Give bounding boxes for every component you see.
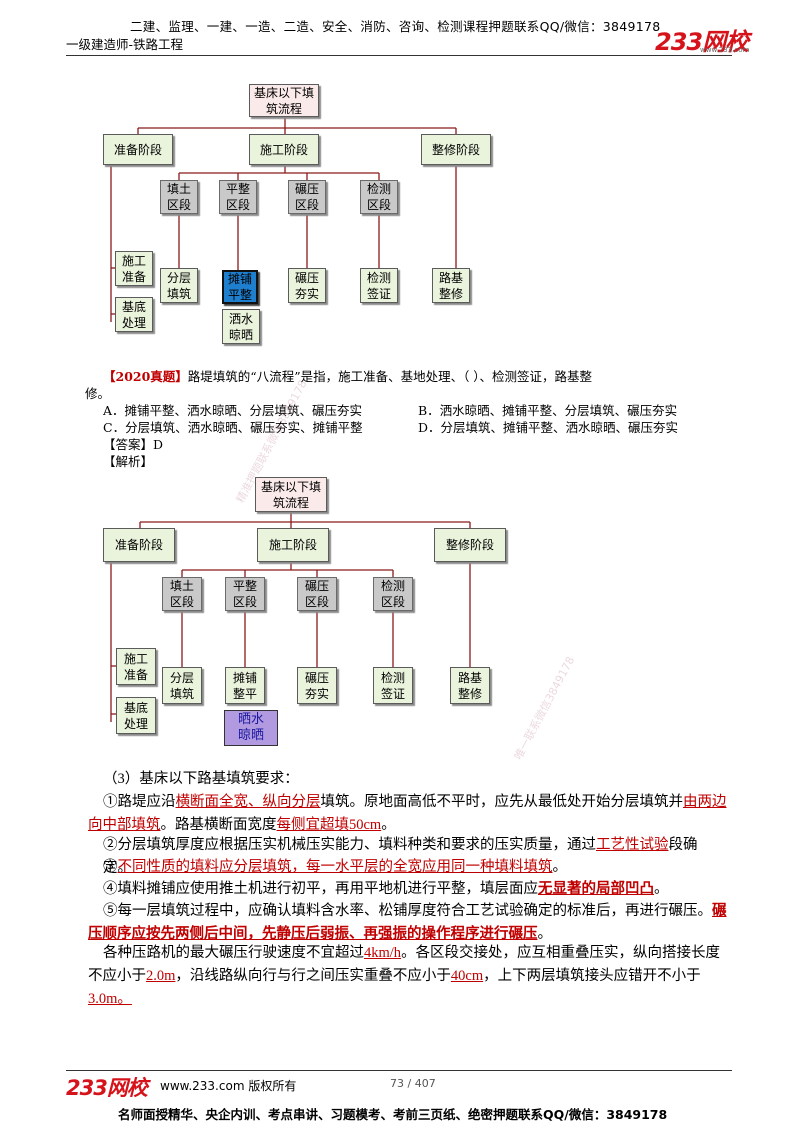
key-point: 2.0m	[146, 968, 176, 984]
text-run: ①路堤应沿	[103, 794, 176, 810]
answer: 【答案】D	[103, 437, 164, 452]
step-water-dry: 洒水晾晒	[222, 309, 260, 344]
text-run: 。	[381, 817, 396, 833]
step-layered-fill: 分层填筑	[160, 268, 198, 303]
brand-logo-url: www.233.com	[700, 46, 750, 54]
step-2-water-dry-highlight: 晒水晾晒	[224, 710, 278, 746]
section-inspect: 检测区段	[360, 180, 398, 214]
question-stem: 【2020真题】路堤填筑的“八流程”是指，施工准备、基地处理、（ ）、检测签证，…	[103, 368, 592, 385]
section-2-compact: 碾压区段	[297, 577, 337, 611]
explanation-item-2: ②分层填筑厚度应根据压实机械压实能力、填料种类和要求的压实质量，通过工艺性试验段…	[103, 834, 723, 880]
brand-logo: 233网校	[655, 28, 749, 56]
key-point: 碾压顺序应按先两侧后中间，先静压后弱振、再强振的操作程序进行碾压	[88, 903, 727, 942]
stage-finishing: 整修阶段	[421, 134, 491, 165]
flowchart-title-box: 基床以下填筑流程	[249, 84, 319, 117]
text-run: ，沿线路纵向行与行之间压实重叠不应小于	[175, 968, 451, 984]
stage-2-prep: 准备阶段	[103, 528, 175, 562]
footer-logo: 233网校	[66, 1076, 148, 1100]
header-divider	[66, 55, 732, 56]
step-base-treatment: 基底处理	[115, 297, 153, 332]
section-2-inspect: 检测区段	[373, 577, 413, 611]
stage-2-construction: 施工阶段	[257, 528, 329, 562]
flowchart-1-connectors	[110, 117, 457, 322]
explanation-item-1: ①路堤应沿横断面全宽、纵向分层填筑。原地面高低不平时，应先从最低处开始分层填筑并…	[88, 791, 728, 837]
text-run: ③	[103, 859, 118, 875]
step-2-base-treatment: 基底处理	[116, 697, 156, 734]
explanation-item-6: 各种压路机的最大碾压行驶速度不宜超过4km/h。各区段交接处，应互相重叠压实，纵…	[88, 942, 728, 1011]
text-run: 各种压路机的最大碾压行驶速度不宜超过	[103, 945, 364, 961]
question-tag: 【2020真题】	[103, 369, 188, 384]
flowchart-1: 基床以下填筑流程 准备阶段 施工阶段 整修阶段 填土区段 平整区段 碾压区段 检…	[0, 0, 800, 350]
key-point: 无显著的局部凹凸	[538, 881, 654, 897]
option-b: B．洒水晾晒、摊铺平整、分层填筑、碾压夯实	[418, 403, 678, 418]
page-number: 73 / 407	[390, 1077, 436, 1090]
text-run: ④填料摊铺应使用推土机进行初平，再用平地机进行平整，填层面应	[103, 881, 538, 897]
analysis-label: 【解析】	[103, 454, 154, 469]
key-point: 每侧宜超填50cm	[276, 817, 382, 833]
step-inspection: 检测签证	[360, 268, 398, 303]
text-run: 。各区段交接处，应互相重叠压实，纵向搭接长度不应小于	[88, 945, 721, 984]
key-point: 由两边向中部填筑	[88, 794, 727, 833]
explanation-item-5: ⑤每一层填筑过程中，应确认填料含水率、松铺厚度符合工艺试验确定的标准后，再进行碾…	[88, 900, 728, 946]
section-2-level: 平整区段	[225, 577, 265, 611]
key-point: 4km/h	[364, 945, 402, 961]
question-stem-text: 路堤填筑的“八流程”是指，施工准备、基地处理、（ ）、检测签证，路基整	[187, 369, 593, 384]
flowchart-2-title-box: 基床以下填筑流程	[255, 477, 327, 512]
key-point: 3.0m。	[88, 991, 132, 1007]
explanation-heading: （3）基床以下路基填筑要求：	[103, 771, 299, 787]
key-point: 不同性质的填料应分层填筑，每一水平层的全宽应用同一种填料填筑	[117, 859, 553, 875]
key-point: 40cm	[450, 968, 484, 984]
step-2-prep: 施工准备	[116, 648, 156, 685]
flowchart-2-connectors	[110, 512, 471, 722]
step-2-inspection: 检测签证	[373, 667, 413, 704]
text-run: 。路基横断面宽度	[160, 817, 277, 833]
text-run: 。	[654, 881, 669, 897]
section-2-fill: 填土区段	[162, 577, 202, 611]
text-run: ②分层填筑厚度应根据压实机械压实能力、填料种类和要求的压实质量，通过	[103, 837, 596, 853]
text-run: ，上下两层填筑接头应错开不小于	[483, 968, 701, 984]
stage-2-finishing: 整修阶段	[434, 528, 506, 562]
text-run: 填筑。原地面高低不平时，应先从最低处开始分层填筑并	[320, 794, 684, 810]
text-run: 段确定。	[103, 837, 698, 876]
flowchart-2: 基床以下填筑流程 准备阶段 施工阶段 整修阶段 填土区段 平整区段 碾压区段 检…	[103, 477, 506, 746]
option-d: D．分层填筑、摊铺平整、洒水晾晒、碾压夯实	[418, 420, 679, 435]
text-run: 。	[552, 859, 568, 875]
section-compact: 碾压区段	[288, 180, 326, 214]
explanation-item-3: ③不同性质的填料应分层填筑，每一水平层的全宽应用同一种填料填筑。	[103, 856, 723, 879]
step-2-finishing: 路基整修	[450, 667, 490, 704]
key-point: 横断面全宽、纵向分层	[175, 794, 321, 810]
step-spread-level-highlight: 摊铺平整	[222, 270, 258, 304]
section-fill: 填土区段	[160, 180, 198, 214]
header-contact-line: 二建、监理、一建、一造、二造、安全、消防、咨询、检测课程押题联系QQ/微信：38…	[130, 19, 661, 34]
stage-prep: 准备阶段	[103, 134, 173, 165]
section-level: 平整区段	[219, 180, 257, 214]
footer-divider	[66, 1070, 732, 1071]
step-finishing: 路基整修	[432, 268, 470, 303]
text-run: ⑤每一层填筑过程中，应确认填料含水率、松铺厚度符合工艺试验确定的标准后，再进行碾…	[103, 903, 712, 919]
header-subject: 一级建造师-铁路工程	[66, 37, 184, 52]
explanation-item-4: ④填料摊铺应使用推土机进行初平，再用平地机进行平整，填层面应无显著的局部凹凸。	[103, 878, 723, 901]
step-2-compaction: 碾压夯实	[297, 667, 337, 704]
step-2-layered-fill: 分层填筑	[162, 667, 202, 704]
footer-site: www.233.com 版权所有	[160, 1079, 297, 1093]
option-a: A．摊铺平整、洒水晾晒、分层填筑、碾压夯实	[103, 403, 363, 418]
question-stem-cont: 修。	[85, 386, 111, 401]
step-prep: 施工准备	[115, 251, 153, 286]
step-2-spread-level: 摊铺整平	[225, 667, 265, 704]
key-point: 工艺性试验	[596, 837, 669, 853]
step-compaction: 碾压夯实	[288, 268, 326, 303]
footer-promo: 名师面授精华、央企内训、考点串讲、习题模考、考前三页纸、绝密押题联系QQ/微信：…	[118, 1107, 668, 1122]
stage-construction: 施工阶段	[249, 134, 319, 165]
option-c: C．分层填筑、洒水晾晒、碾压夯实、摊铺平整	[103, 420, 363, 435]
text-run: 。	[537, 926, 553, 942]
